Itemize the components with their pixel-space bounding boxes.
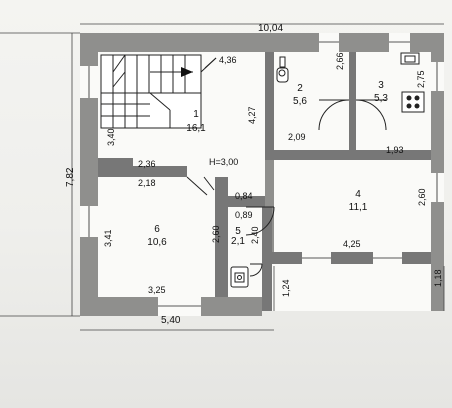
wall-room6-room5 bbox=[215, 177, 228, 297]
room-3-area-label: 5,3 bbox=[374, 93, 388, 104]
toilet-icon bbox=[276, 56, 289, 83]
dimension-room5-right: 2,40 bbox=[250, 226, 260, 244]
room-4-area-label: 11,1 bbox=[349, 202, 368, 213]
room-4-area bbox=[274, 160, 431, 252]
dimension-stair-height: 3,40 bbox=[106, 128, 116, 146]
wall-room5-top bbox=[228, 196, 265, 207]
room-1-area-label: 16,1 bbox=[186, 123, 206, 134]
wall-room4-bottom bbox=[262, 252, 431, 264]
room-6-number: 6 bbox=[154, 224, 160, 235]
room-2-area-label: 5,6 bbox=[293, 96, 307, 107]
room-6-area-label: 10,6 bbox=[147, 237, 167, 248]
window-top-1 bbox=[319, 33, 339, 52]
sink-icon bbox=[400, 52, 420, 65]
door-swings bbox=[186, 99, 387, 277]
wall-room2-room4 bbox=[274, 150, 431, 160]
dimension-room1-vertical: 4,27 bbox=[247, 106, 257, 124]
room-3-number: 3 bbox=[378, 80, 384, 91]
dimension-room5-top: 0,89 bbox=[235, 210, 253, 220]
wall-room2-room3 bbox=[349, 52, 356, 150]
window-bottom-1 bbox=[158, 297, 201, 316]
dimension-hall-small: 0,84 bbox=[235, 191, 253, 201]
dimension-stair-width: 4,36 bbox=[219, 55, 237, 65]
ceiling-height-label: H=3,00 bbox=[209, 157, 238, 167]
wall-room1-room2 bbox=[265, 52, 274, 160]
wall-room6-top bbox=[133, 166, 187, 177]
dimension-room4-bottom: 4,25 bbox=[343, 239, 361, 249]
dimension-room6-top-b: 2,18 bbox=[138, 178, 156, 188]
dimension-room6-top-a: 2,36 bbox=[138, 159, 156, 169]
dimension-room2-bottom: 2,09 bbox=[288, 132, 306, 142]
arrow-right-icon bbox=[181, 67, 193, 77]
dimension-ticks bbox=[0, 23, 445, 331]
dimension-room4-right: 2,60 bbox=[417, 188, 427, 206]
room-5-area-label: 2,1 bbox=[231, 236, 245, 247]
washbasin-icon bbox=[230, 266, 249, 288]
room-6-area bbox=[98, 177, 215, 297]
room-5-number: 5 bbox=[235, 226, 241, 237]
dimension-right-lower: 1,18 bbox=[433, 269, 443, 287]
staircase bbox=[100, 54, 217, 129]
room-2-number: 2 bbox=[297, 83, 303, 94]
wall-room1-room6-left bbox=[98, 158, 133, 177]
window-right-2 bbox=[431, 173, 444, 202]
dimension-room3-bottom: 1,93 bbox=[386, 145, 404, 155]
dimension-room6-bottom: 3,25 bbox=[148, 285, 166, 295]
window-right-1 bbox=[431, 62, 444, 91]
window-top-2 bbox=[389, 33, 410, 52]
stove-icon bbox=[401, 91, 425, 113]
window-lines bbox=[88, 41, 438, 307]
dimension-room2-right: 2,66 bbox=[335, 52, 345, 70]
dimension-room6-left: 3,41 bbox=[103, 229, 113, 247]
dimension-bottom-mid: 1,24 bbox=[281, 279, 291, 297]
room-1-number: 1 bbox=[193, 109, 199, 120]
dimension-top-width: 10,04 bbox=[258, 23, 283, 34]
dimension-left-height: 7,82 bbox=[65, 167, 76, 187]
room-4-number: 4 bbox=[355, 189, 361, 200]
dimension-room3-right: 2,75 bbox=[416, 70, 426, 88]
dimension-bottom-width: 5,40 bbox=[161, 315, 181, 326]
dimension-room5-left: 2,60 bbox=[211, 225, 221, 243]
